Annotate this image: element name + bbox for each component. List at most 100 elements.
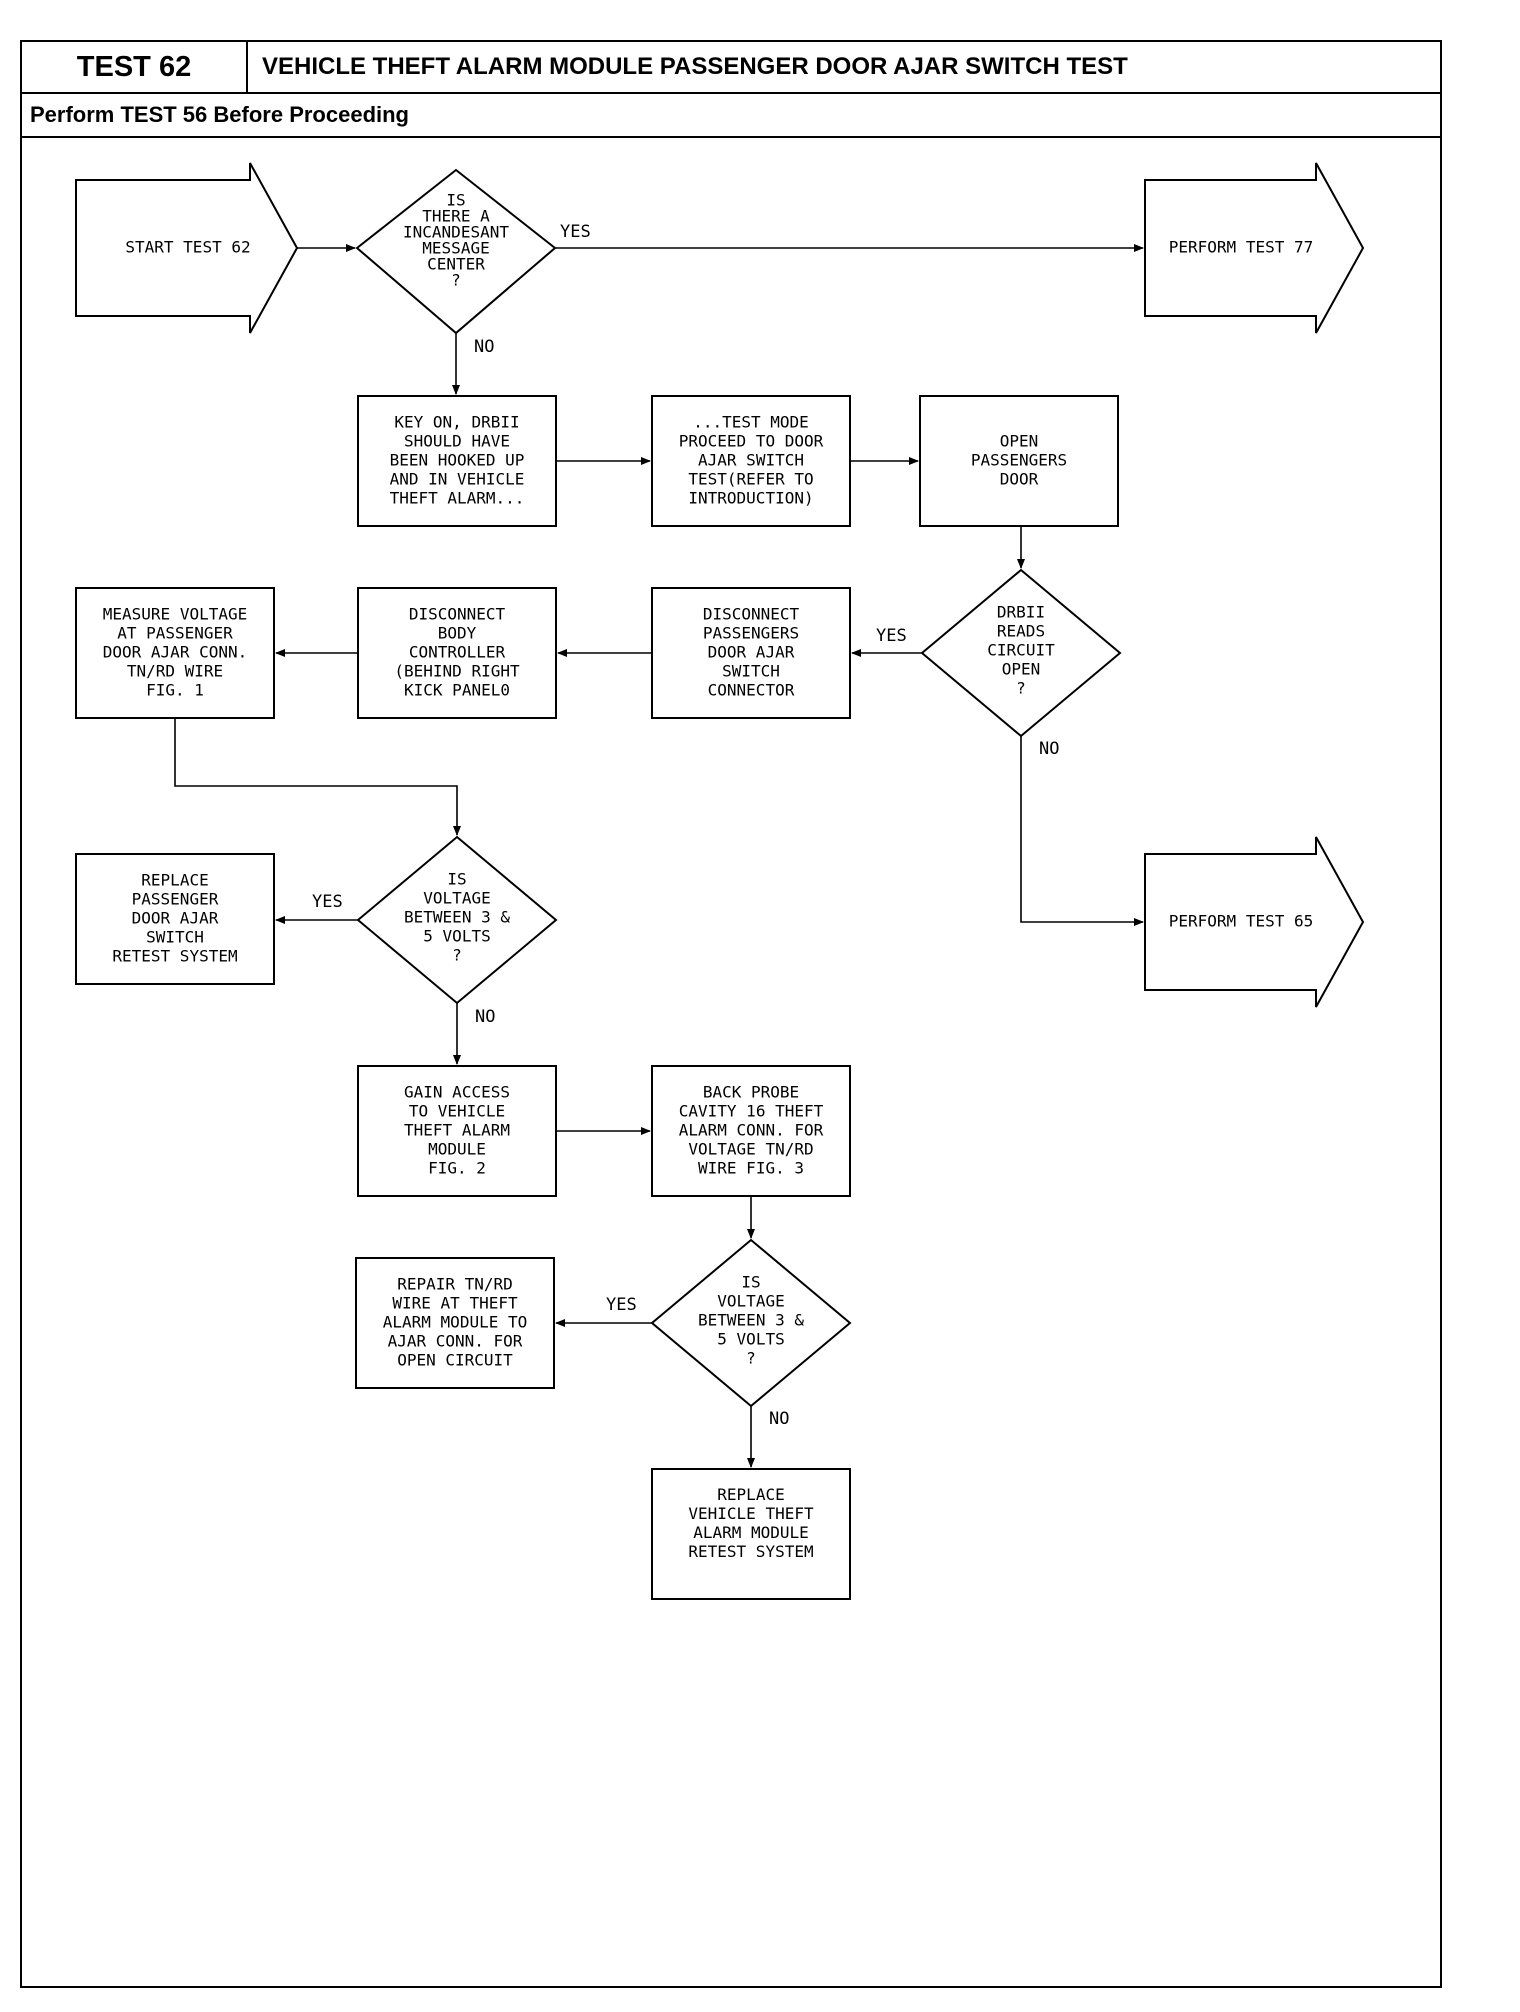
testmode-line: PROCEED TO DOOR [679,432,824,451]
d1-line: INCANDESANT [403,223,509,242]
d3-yes-label: YES [312,892,343,912]
test-number: TEST 62 [76,50,192,83]
testmode-line: ...TEST MODE [693,413,809,432]
repair-box-shape [355,1257,555,1389]
replmod-line: REPLACE [717,1485,784,1504]
d1-line: THERE A [422,207,490,226]
measure-line: DOOR AJAR CONN. [103,643,248,662]
probe-line: WIRE FIG. 3 [698,1159,804,1178]
keyon-line: THEFT ALARM... [390,489,525,508]
repair-line: WIRE AT THEFT [392,1294,518,1313]
replsw-line: SWITCH [146,928,204,947]
perform77-arrow-shape [1144,162,1365,334]
page-title: VEHICLE THEFT ALARM MODULE PASSENGER DOO… [262,53,1128,80]
d3-line: 5 VOLTS [423,927,490,946]
keyon-line: SHOULD HAVE [404,432,510,451]
d2-line: DRBII [997,603,1045,622]
probe-line: ALARM CONN. FOR [679,1121,824,1140]
discsw-line: DOOR AJAR [708,643,795,662]
d3-line: BETWEEN 3 & [404,908,510,927]
perform77-node-text: PERFORM TEST 77 [1169,238,1314,257]
d1-yes-label: YES [560,222,591,242]
d4-yes-label: YES [606,1295,637,1315]
opendoor-line: OPEN [1000,432,1039,451]
discbc-line: CONTROLLER [409,643,506,662]
d1-line: MESSAGE [422,239,489,258]
d2-line: CIRCUIT [987,641,1055,660]
start-line: START TEST 62 [125,238,250,257]
start-arrow-shape [75,162,299,334]
replsw-line: REPLACE [141,871,208,890]
d3-no-label: NO [475,1007,495,1027]
d4-line: 5 VOLTS [717,1330,784,1349]
discsw-line: CONNECTOR [708,681,795,700]
d1-no-label: NO [474,337,494,357]
repair-line: REPAIR TN/RD [397,1275,513,1294]
replmod-box-shape [651,1468,851,1600]
start-node-text: START TEST 62 [125,238,250,257]
perform65-line: PERFORM TEST 65 [1169,912,1314,931]
d2-line: ? [1016,679,1026,698]
probe-line: VOLTAGE TN/RD [688,1140,813,1159]
replsw-line: RETEST SYSTEM [112,947,237,966]
testmode-line: TEST(REFER TO [688,470,813,489]
probe-line: CAVITY 16 THEFT [679,1102,824,1121]
replmod-line: ALARM MODULE [693,1523,809,1542]
discbc-line: KICK PANEL0 [404,681,510,700]
d3-line: ? [452,946,462,965]
d4-line: IS [741,1273,760,1292]
discbc-line: BODY [438,624,477,643]
repair-line: OPEN CIRCUIT [397,1351,513,1370]
keyon-line: BEEN HOOKED UP [390,451,525,470]
discsw-line: DISCONNECT [703,605,800,624]
gain-line: FIG. 2 [428,1159,486,1178]
perform77-line: PERFORM TEST 77 [1169,238,1314,257]
gain-line: GAIN ACCESS [404,1083,510,1102]
replmod-line: RETEST SYSTEM [688,1542,813,1561]
opendoor-line: DOOR [1000,470,1039,489]
replsw-line: PASSENGER [132,890,219,909]
probe-line: BACK PROBE [703,1083,799,1102]
header-divider [246,40,248,94]
measure-line: FIG. 1 [146,681,204,700]
d2-line: READS [997,622,1045,641]
repair-line: ALARM MODULE TO [383,1313,528,1332]
connector-d2-no [1020,736,1144,926]
testmode-line: AJAR SWITCH [698,451,804,470]
d4-no-label: NO [769,1409,789,1429]
d1-line: IS [446,191,465,210]
perform65-node-text: PERFORM TEST 65 [1169,912,1314,931]
keyon-line: AND IN VEHICLE [390,470,525,489]
d4-line: BETWEEN 3 & [698,1311,804,1330]
d2-no-label: NO [1039,739,1059,759]
opendoor-box-shape [919,395,1119,527]
repair-line: AJAR CONN. FOR [388,1332,523,1351]
d4-line: ? [746,1349,756,1368]
testmode-line: INTRODUCTION) [688,489,813,508]
d2-yes-label: YES [876,626,907,646]
d1-line: ? [451,271,461,290]
discbc-line: (BEHIND RIGHT [394,662,520,681]
gain-line: MODULE [428,1140,486,1159]
connector-measure-d3 [174,718,461,836]
discsw-line: PASSENGERS [703,624,799,643]
measure-line: TN/RD WIRE [127,662,223,681]
keyon-line: KEY ON, DRBII [394,413,519,432]
d3-line: IS [447,870,466,889]
d1-line: CENTER [427,255,485,274]
d4-line: VOLTAGE [717,1292,784,1311]
